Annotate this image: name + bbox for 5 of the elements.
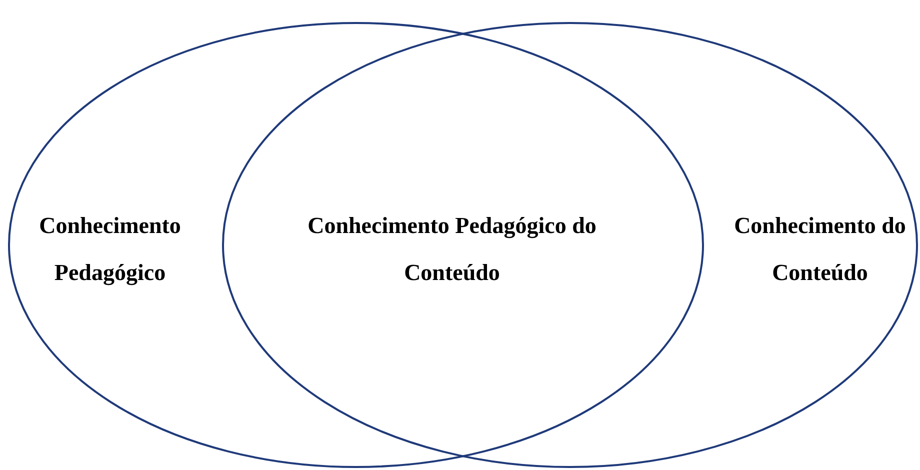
- region-label: Conhecimento Pedagógico: [38, 212, 182, 288]
- region-label: Conhecimento do Conteúdo: [733, 212, 907, 287]
- ellipse: [222, 22, 918, 468]
- intersection-label: Conhecimento Pedagógico do Conteúdo: [306, 212, 598, 287]
- ellipse: [8, 22, 704, 468]
